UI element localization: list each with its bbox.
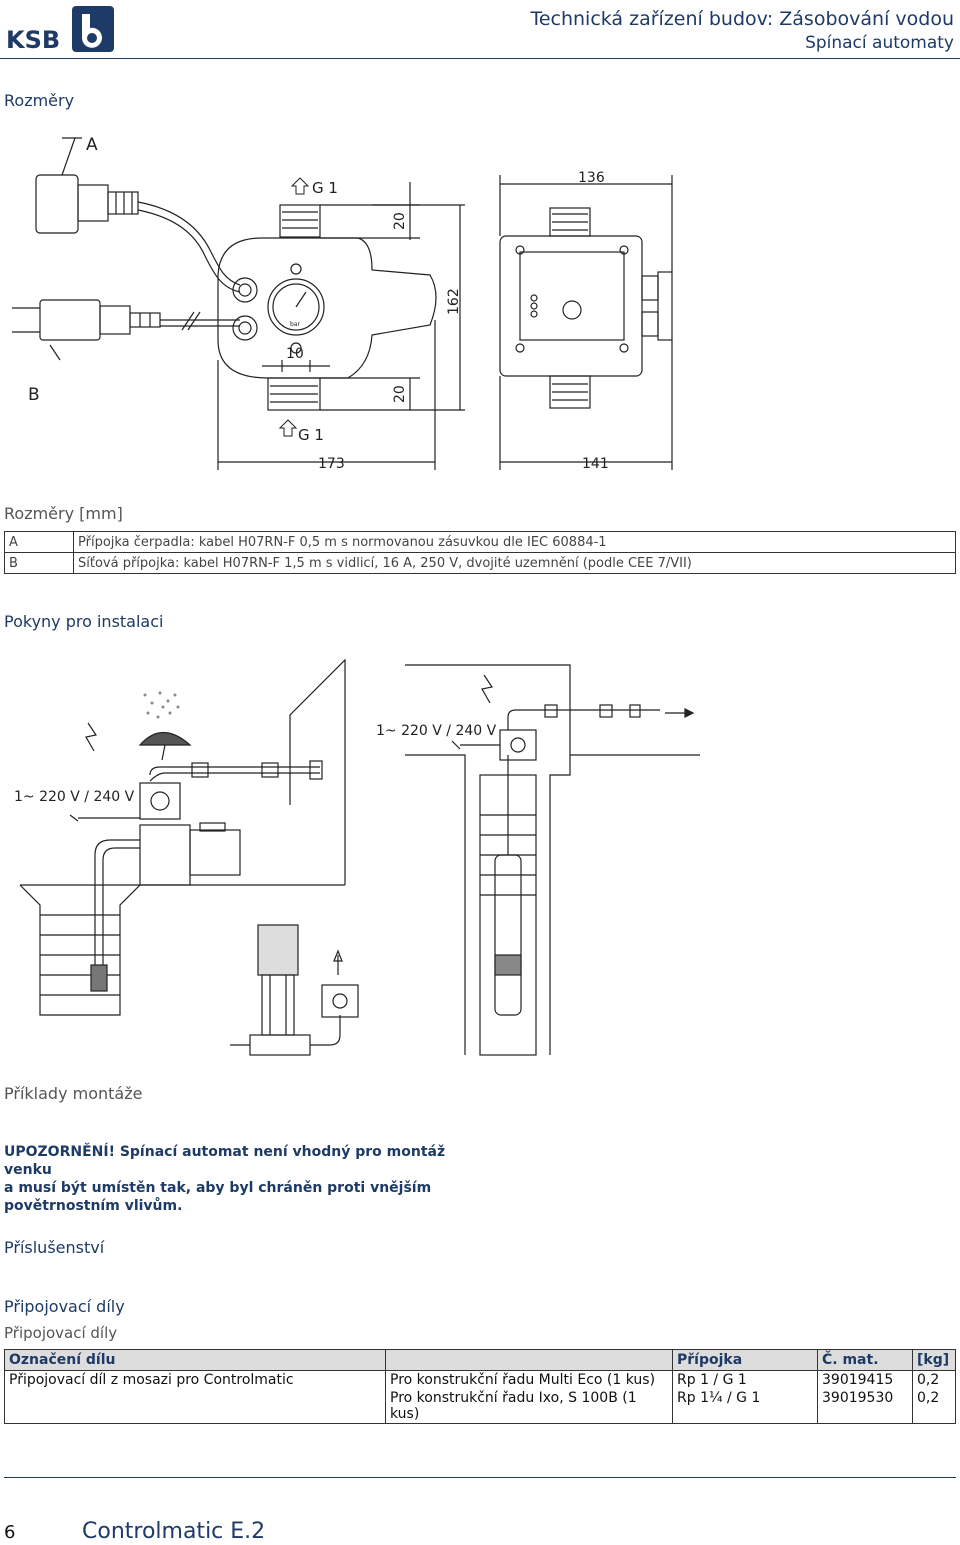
install-caption: Příklady montáže [4,1084,143,1103]
dimensions-caption: Rozměry [mm] [4,504,123,523]
table-row: A Přípojka čerpadla: kabel H07RN-F 0,5 m… [4,531,956,553]
table-cell: Pro konstrukční řadu Multi Eco (1 kus) [385,1370,673,1389]
legend-text: Přípojka čerpadla: kabel H07RN-F 0,5 m s… [73,531,956,553]
logo-text: KSB [6,26,60,54]
header-title: Technická zařízení budov: Zásobování vod… [530,8,954,30]
column-header: [kg] [912,1349,956,1371]
table-cell: 39019415 [817,1370,913,1389]
connectors-heading: Připojovací díly [4,1297,125,1316]
dimensions-heading: Rozměry [4,91,75,110]
lightning-icon [481,674,493,704]
table-cell [4,1389,386,1424]
pump-connector-plug [35,174,139,234]
legend-key: B [4,552,74,574]
svg-text:162: 162 [446,288,462,315]
mains-plug [12,299,161,341]
table-row: Pro konstrukční řadu Ixo, S 100B (1 kus)… [4,1389,956,1424]
warning-line: povětrnostním vlivům. [4,1198,183,1214]
table-cell: Pro konstrukční řadu Ixo, S 100B (1 kus) [385,1389,673,1424]
ksb-logo: KSB [6,6,114,54]
table-cell: Rp 1¼ / G 1 [672,1389,818,1424]
column-header: Přípojka [672,1349,818,1371]
table-cell: Rp 1 / G 1 [672,1370,818,1389]
connectors-caption: Připojovací díly [4,1324,118,1342]
header-divider [0,58,960,59]
warning-note: UPOZORNĚNÍ! Spínací automat není vhodný … [4,1143,484,1215]
warning-line: UPOZORNĚNÍ! Spínací automat není vhodný … [4,1144,446,1178]
svg-text:173: 173 [318,456,345,472]
page-number: 6 [4,1522,16,1543]
installation-drawing: 1~ 220 V / 240 V 1~ 220 V / 240 V [14,658,700,1056]
svg-text:10: 10 [286,346,304,362]
submersible-pump-scene [405,664,700,1056]
svg-text:141: 141 [582,456,609,472]
dimension-drawing: A B bar G 1 20 162 20 10 G 1 173 [12,135,673,472]
table-cell: 39019530 [817,1389,913,1424]
table-cell: 0,2 [912,1370,956,1389]
rain-icon [143,691,180,719]
header-subtitle: Spínací automaty [805,33,954,53]
table-row: Připojovací díl z mosazi pro Controlmati… [4,1370,956,1389]
controlmatic-front-view: bar [217,204,437,411]
gauge-unit: bar [290,321,300,328]
table-header-row: Označení dílu Přípojka Č. mat. [kg] [4,1349,956,1371]
svg-text:G 1: G 1 [312,179,338,197]
legend-text: Síťová přípojka: kabel H07RN-F 1,5 m s v… [73,552,956,574]
accessories-heading: Příslušenství [4,1238,105,1257]
column-header: Označení dílu [4,1349,386,1371]
voltage-label-left: 1~ 220 V / 240 V [14,789,135,805]
column-header: Č. mat. [817,1349,913,1371]
label-a: A [86,135,98,155]
surface-pump-scene [19,658,346,1016]
product-name: Controlmatic E.2 [82,1519,266,1544]
legend-key: A [4,531,74,553]
umbrella-icon [138,731,192,746]
svg-text:20: 20 [392,212,408,230]
vertical-pump-scene [230,924,359,1056]
accessories-table: Označení dílu Přípojka Č. mat. [kg] Přip… [4,1349,956,1424]
voltage-label-right: 1~ 220 V / 240 V [376,723,497,739]
dimensions-legend-table: A Přípojka čerpadla: kabel H07RN-F 0,5 m… [4,531,956,574]
install-heading: Pokyny pro instalaci [4,612,164,631]
label-b: B [28,385,40,405]
warning-line: a musí být umístěn tak, aby byl chráněn … [4,1180,432,1196]
controlmatic-top-view [499,207,673,409]
svg-text:G 1: G 1 [298,426,324,444]
table-row: B Síťová přípojka: kabel H07RN-F 1,5 m s… [4,552,956,574]
column-header [385,1349,673,1371]
svg-text:136: 136 [578,170,605,186]
table-cell: 0,2 [912,1389,956,1424]
lightning-icon [85,722,97,752]
table-cell: Připojovací díl z mosazi pro Controlmati… [4,1370,386,1389]
footer-divider [4,1477,956,1478]
svg-text:20: 20 [392,385,408,403]
